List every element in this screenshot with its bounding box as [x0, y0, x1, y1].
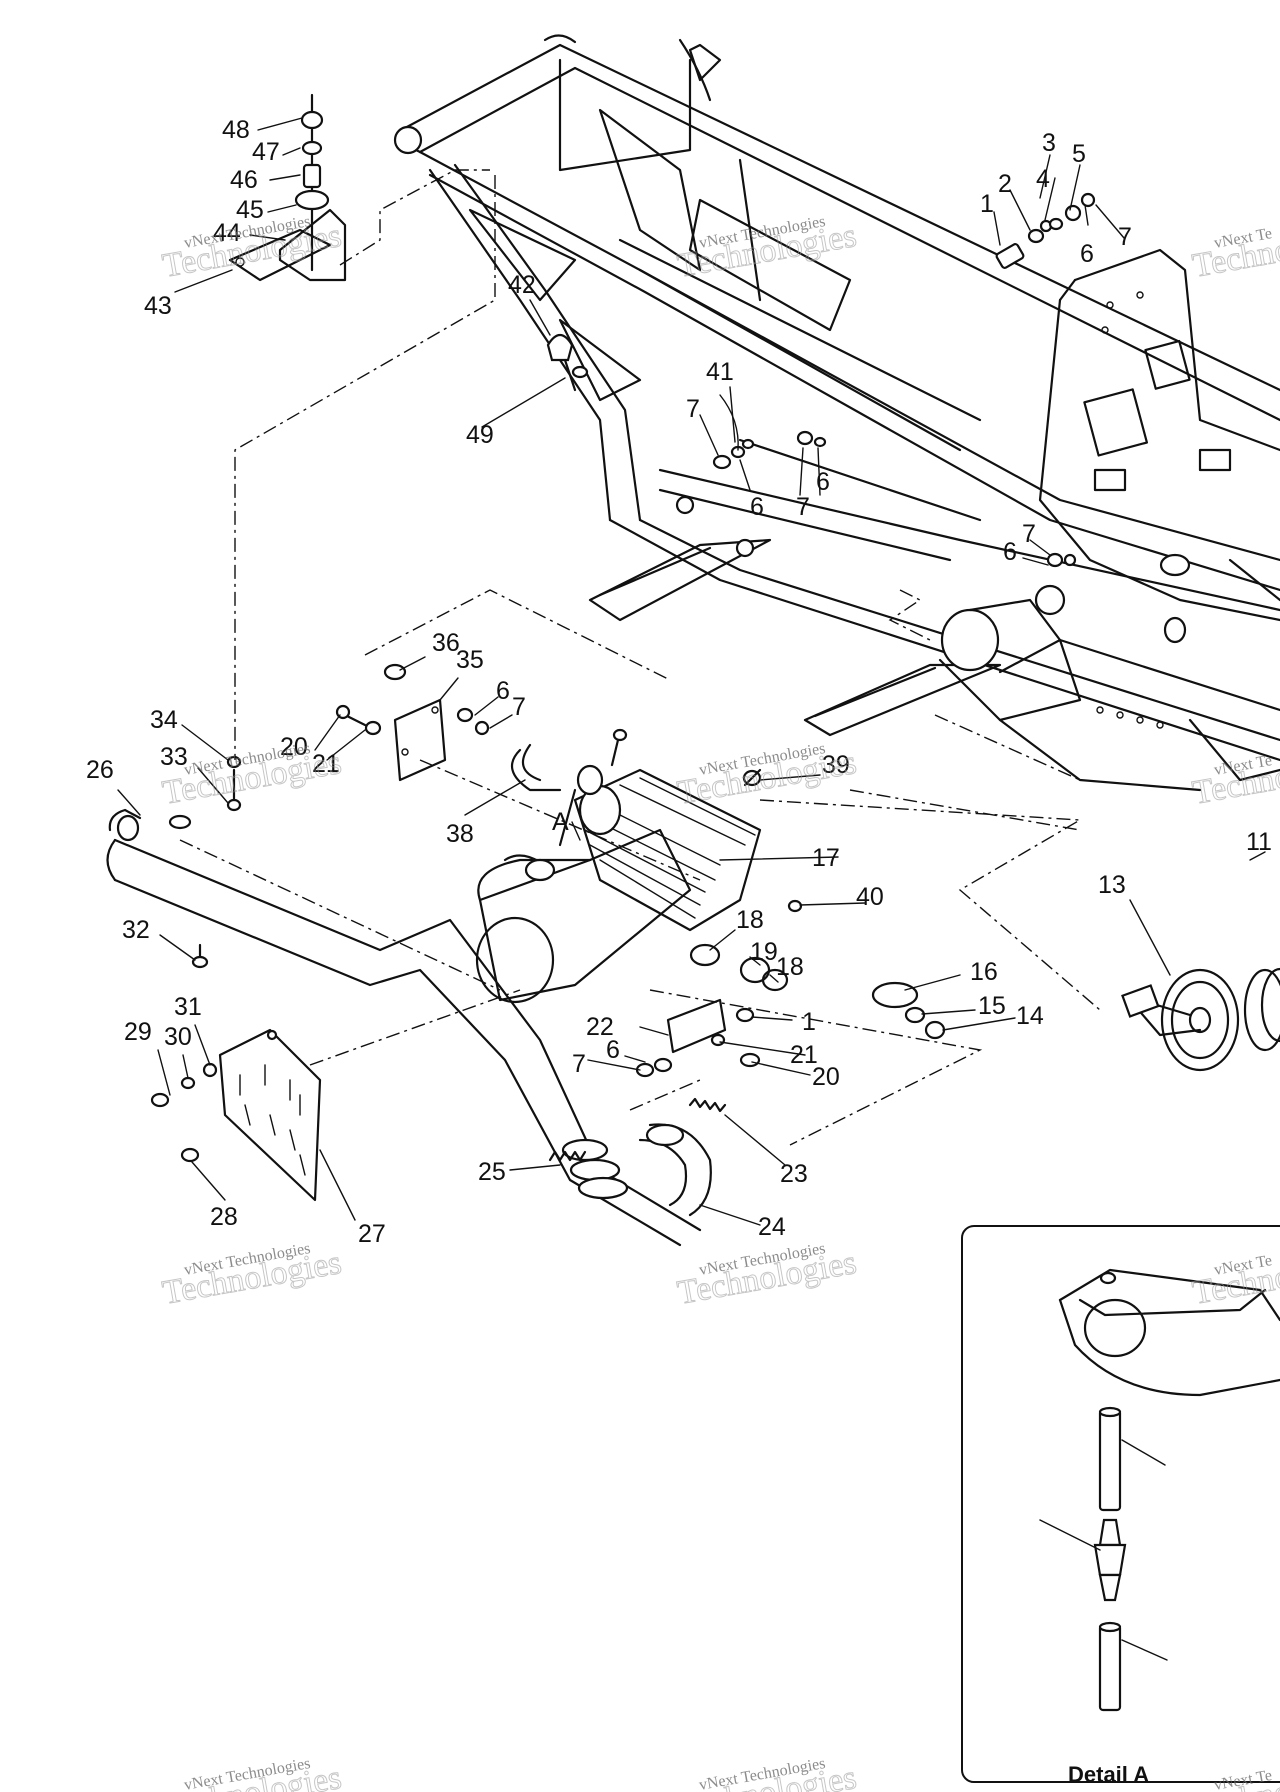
callout-13: 13	[1098, 871, 1126, 899]
callout-43: 43	[144, 292, 172, 320]
callout-34: 34	[150, 706, 178, 734]
callout-4: 4	[1036, 165, 1050, 193]
callout-7: 7	[796, 493, 810, 521]
callout-3: 3	[1042, 129, 1056, 157]
callout-7: 7	[686, 395, 700, 423]
callout-18: 18	[736, 906, 764, 934]
callout-29: 29	[124, 1018, 152, 1046]
callout-17: 17	[812, 844, 840, 872]
callout-18: 18	[776, 953, 804, 981]
callout-6: 6	[606, 1036, 620, 1064]
callout-20: 20	[812, 1063, 840, 1091]
callout-7: 7	[572, 1050, 586, 1078]
callout-28: 28	[210, 1203, 238, 1231]
exhaust-assembly	[106, 808, 727, 1247]
callout-32: 32	[122, 916, 150, 944]
callout-46: 46	[230, 166, 258, 194]
callout-44: 44	[213, 219, 241, 247]
callout-7: 7	[1118, 223, 1132, 251]
callout-7: 7	[1022, 520, 1036, 548]
callout-15: 15	[978, 992, 1006, 1020]
callout-22: 22	[586, 1013, 614, 1041]
callout-11: 11	[1246, 828, 1272, 856]
callout-6: 6	[496, 677, 510, 705]
callout-27: 27	[358, 1220, 386, 1248]
callout-49: 49	[466, 421, 494, 449]
callout-25: 25	[478, 1158, 506, 1186]
callout-6: 6	[750, 493, 764, 521]
callout-48: 48	[222, 116, 250, 144]
callout-47: 47	[252, 138, 280, 166]
callout-19: 19	[750, 938, 778, 966]
hardware-parts	[150, 93, 1096, 1163]
detail-a-panel: Detail A	[961, 1225, 1280, 1787]
callout-31: 31	[174, 993, 202, 1021]
detail-a-title: Detail A	[1068, 1762, 1149, 1787]
callout-39: 39	[822, 751, 850, 779]
callout-35: 35	[456, 646, 484, 674]
frame-assembly	[393, 34, 1280, 792]
callout-36: 36	[432, 629, 460, 657]
callout-33: 33	[160, 743, 188, 771]
callout-5: 5	[1072, 140, 1086, 168]
leader-lines	[117, 117, 1266, 1226]
callout-38: 38	[446, 820, 474, 848]
callout-41: 41	[706, 358, 734, 386]
callout-21: 21	[312, 750, 340, 778]
callout-1: 1	[980, 190, 994, 218]
detail-a-marker: A	[552, 808, 569, 836]
engine-assembly	[475, 728, 1280, 1072]
callout-1: 1	[802, 1008, 816, 1036]
callout-21: 21	[790, 1041, 818, 1069]
assembly-lines	[179, 169, 1101, 1146]
callout-14: 14	[1016, 1002, 1044, 1030]
callout-6: 6	[816, 468, 830, 496]
callout-20: 20	[280, 733, 308, 761]
callout-6: 6	[1003, 538, 1017, 566]
callout-7: 7	[512, 693, 526, 721]
callout-16: 16	[970, 958, 998, 986]
callout-24: 24	[758, 1213, 786, 1241]
callout-45: 45	[236, 196, 264, 224]
callout-2: 2	[998, 170, 1012, 198]
callout-42: 42	[508, 271, 536, 299]
callout-6: 6	[1080, 240, 1094, 268]
callout-30: 30	[164, 1023, 192, 1051]
callout-23: 23	[780, 1160, 808, 1188]
callout-26: 26	[86, 756, 114, 784]
callout-40: 40	[856, 883, 884, 911]
